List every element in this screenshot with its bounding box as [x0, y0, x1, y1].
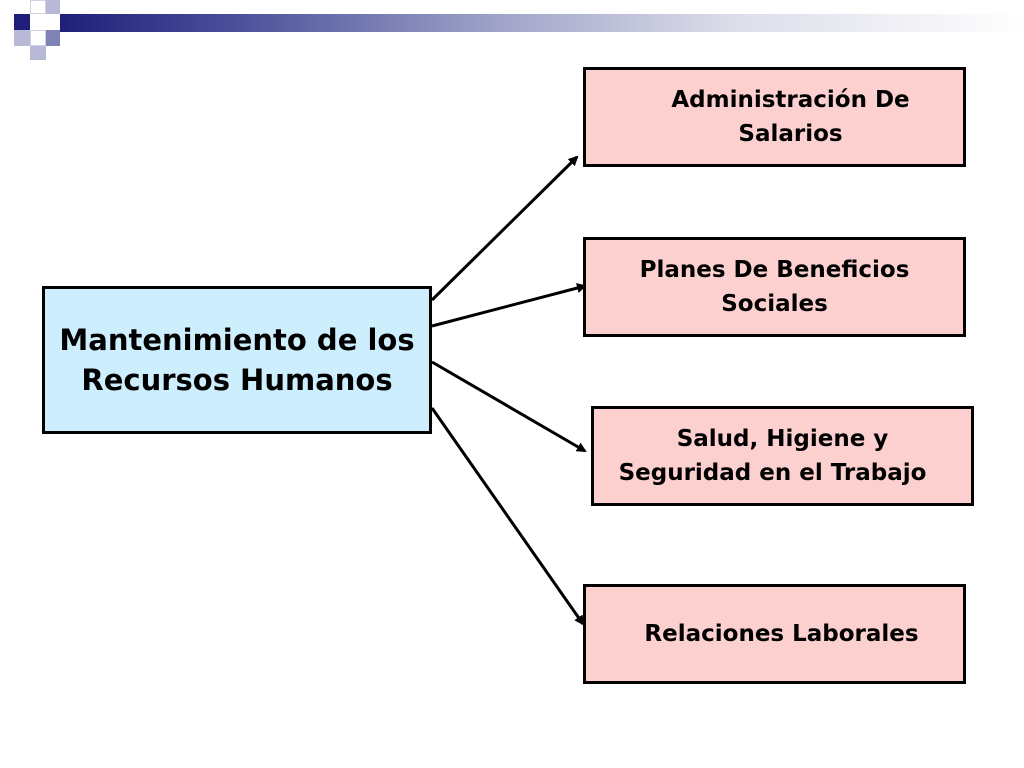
node-line2: Salarios — [738, 121, 843, 147]
node-line1: Planes De Beneficios — [639, 257, 910, 283]
center-node: Mantenimiento de los Recursos Humanos — [42, 286, 432, 434]
node-line1: Relaciones Laborales — [644, 621, 919, 647]
node-text: Relaciones Laborales — [630, 617, 918, 651]
center-node-text: Mantenimiento de los Recursos Humanos — [59, 320, 414, 400]
node-relaciones-laborales: Relaciones Laborales — [583, 584, 966, 684]
node-text: Salud, Higiene y Seguridad en el Trabajo — [619, 422, 927, 490]
node-text: Administración De Salarios — [639, 83, 909, 151]
center-node-line1: Mantenimiento de los — [59, 323, 415, 357]
node-line1: Salud, Higiene y — [676, 426, 889, 452]
node-salud-higiene: Salud, Higiene y Seguridad en el Trabajo — [591, 406, 974, 506]
header-square-mid — [30, 46, 46, 60]
arrow-to-salarios — [430, 155, 579, 302]
node-planes-beneficios: Planes De Beneficios Sociales — [583, 237, 966, 337]
node-line1: Administración De — [671, 87, 910, 113]
arrow-to-salud — [431, 360, 587, 453]
node-administracion-salarios: Administración De Salarios — [583, 67, 966, 167]
node-text: Planes De Beneficios Sociales — [640, 253, 910, 321]
header-square-dark — [14, 14, 30, 30]
header-gradient-bar — [60, 14, 1024, 32]
header-square-mid — [46, 0, 60, 14]
header-square-mid — [14, 30, 30, 46]
header-square-light — [30, 30, 46, 46]
arrow-to-relaciones — [430, 407, 585, 626]
header-square-dark — [46, 30, 60, 46]
header-square-light — [30, 0, 46, 14]
node-line2: Seguridad en el Trabajo — [618, 460, 927, 486]
node-line2: Sociales — [721, 291, 828, 317]
center-node-line2: Recursos Humanos — [81, 363, 393, 397]
arrow-to-beneficios — [431, 283, 587, 328]
